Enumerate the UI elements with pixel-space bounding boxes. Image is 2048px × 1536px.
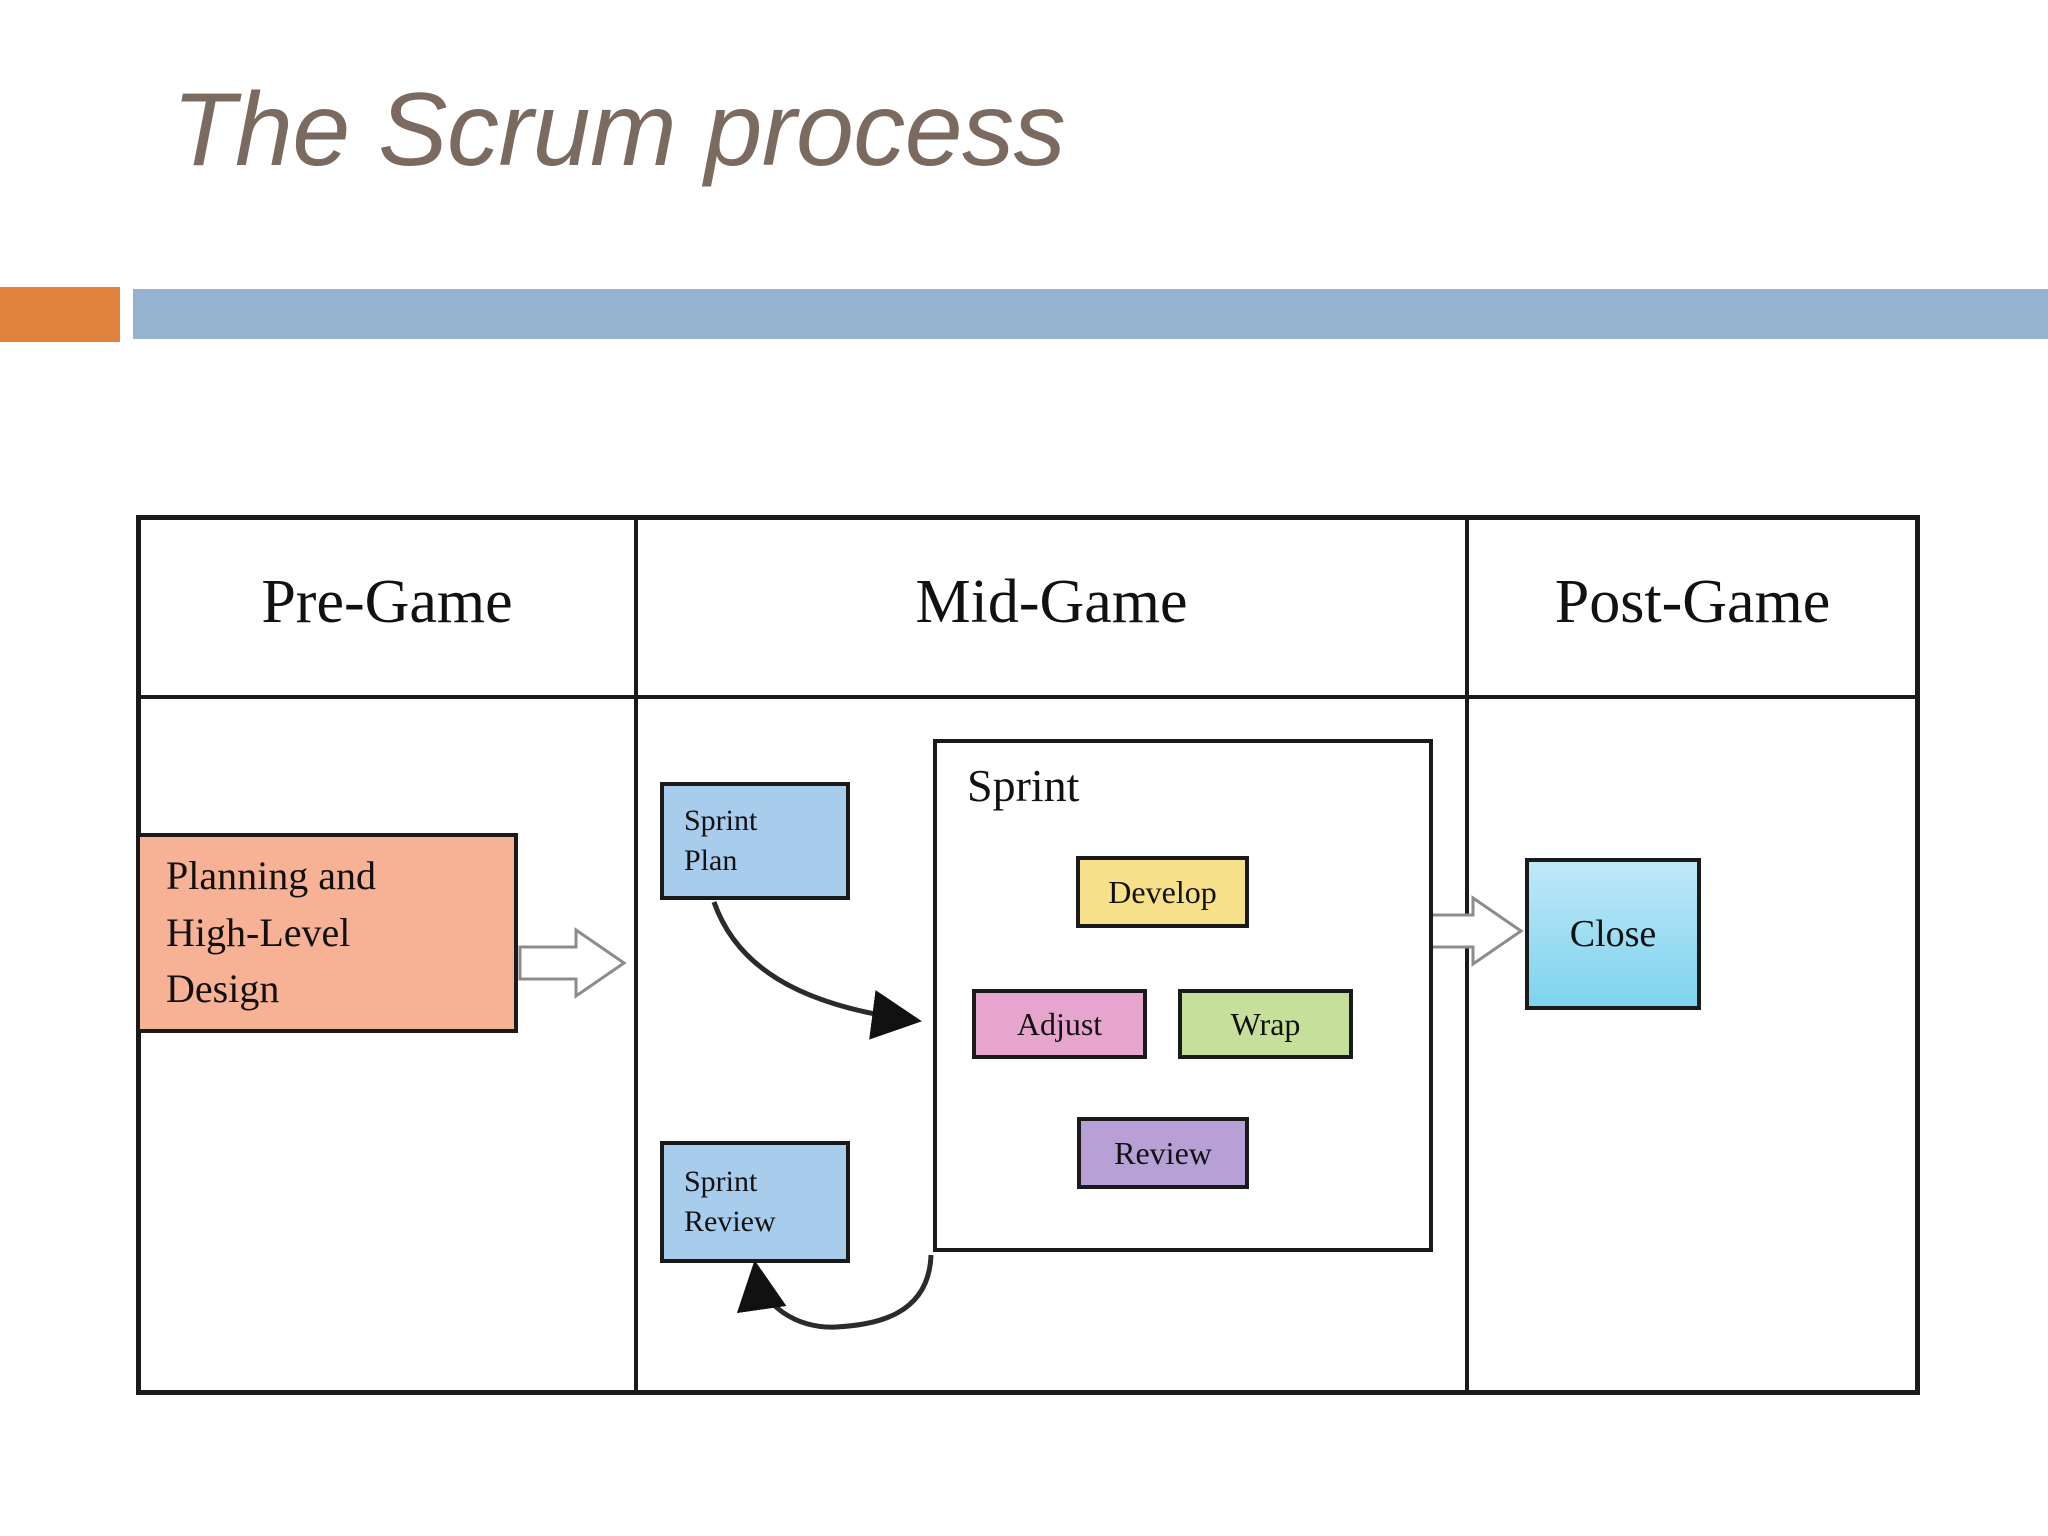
node-sprint-plan[interactable]: Sprint Plan xyxy=(660,782,850,900)
column-header-post-game: Post-Game xyxy=(1554,568,1831,636)
node-sprint-review-label: Sprint Review xyxy=(684,1165,776,1238)
column-header-pre-game: Pre-Game xyxy=(261,568,513,636)
node-review-label: Review xyxy=(1114,1134,1212,1171)
table-header-separator xyxy=(136,695,1920,699)
accent-bar-blue xyxy=(133,289,2048,339)
node-sprint-review[interactable]: Sprint Review xyxy=(660,1141,850,1263)
table-column-divider-2 xyxy=(1465,515,1469,1395)
node-wrap-label: Wrap xyxy=(1230,1005,1301,1042)
sprint-container-label: Sprint xyxy=(967,760,1080,811)
node-planning-label: Planning and High-Level Design xyxy=(166,852,376,1012)
column-header-mid-game: Mid-Game xyxy=(915,568,1188,636)
scrum-process-diagram: Pre-Game Mid-Game Post-Game xyxy=(136,515,1920,1395)
node-develop[interactable]: Develop xyxy=(1076,856,1249,928)
table-column-divider-1 xyxy=(634,515,638,1395)
node-adjust-label: Adjust xyxy=(1016,1005,1103,1042)
node-develop-label: Develop xyxy=(1108,873,1217,910)
node-review[interactable]: Review xyxy=(1077,1117,1249,1189)
accent-bar-orange xyxy=(0,287,120,342)
sprint-container: Sprint Develop Wrap Review Adjust xyxy=(933,739,1433,1252)
node-wrap[interactable]: Wrap xyxy=(1178,989,1353,1059)
node-sprint-plan-label: Sprint Plan xyxy=(684,804,758,877)
node-adjust[interactable]: Adjust xyxy=(972,989,1147,1059)
node-close[interactable]: Close xyxy=(1525,858,1701,1010)
node-close-label: Close xyxy=(1569,913,1657,955)
page-title: The Scrum process xyxy=(172,72,1066,188)
node-planning-and-high-level-design[interactable]: Planning and High-Level Design xyxy=(136,833,518,1033)
